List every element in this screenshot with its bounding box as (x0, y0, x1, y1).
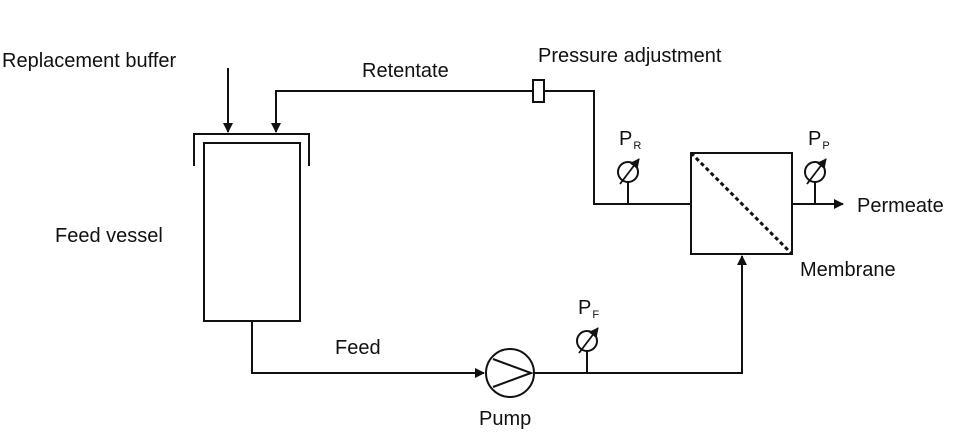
feed-line (251, 321, 485, 378)
gauge-symbol: P (578, 297, 592, 319)
permeate-label: Permeate (857, 195, 944, 217)
gauge-symbol: P (808, 128, 822, 150)
pressure-gauge-icon (804, 158, 827, 204)
pump-label: Pump (479, 408, 532, 430)
gauge-label-permeate: PP (808, 128, 830, 152)
gauge-label-retentate: PR (619, 128, 642, 152)
pump-arrow (492, 358, 534, 388)
pressure-adjustment-label: Pressure adjustment (538, 45, 722, 67)
gauge-subscript: P (822, 140, 830, 152)
vessel-lid (193, 133, 310, 166)
pump-icon (485, 348, 535, 398)
gauge-symbol: P (619, 128, 633, 150)
membrane-diagonal (689, 151, 794, 256)
pressure-gauge-icon (617, 158, 640, 204)
feed-vessel-label: Feed vessel (55, 225, 163, 247)
replacement-buffer-label: Replacement buffer (2, 50, 177, 72)
gauge-label-feed: PF (578, 297, 600, 321)
gauge-subscript: R (633, 140, 642, 152)
retentate-line (271, 90, 628, 205)
valve-icon (532, 79, 545, 103)
feed-label: Feed (335, 337, 381, 359)
pressure-gauge-icon (576, 327, 599, 373)
membrane-label: Membrane (800, 259, 896, 281)
feed-vessel (203, 142, 301, 322)
gauge-subscript: F (592, 309, 600, 321)
pump-to-membrane-line (534, 255, 747, 374)
retentate-label: Retentate (362, 60, 449, 82)
